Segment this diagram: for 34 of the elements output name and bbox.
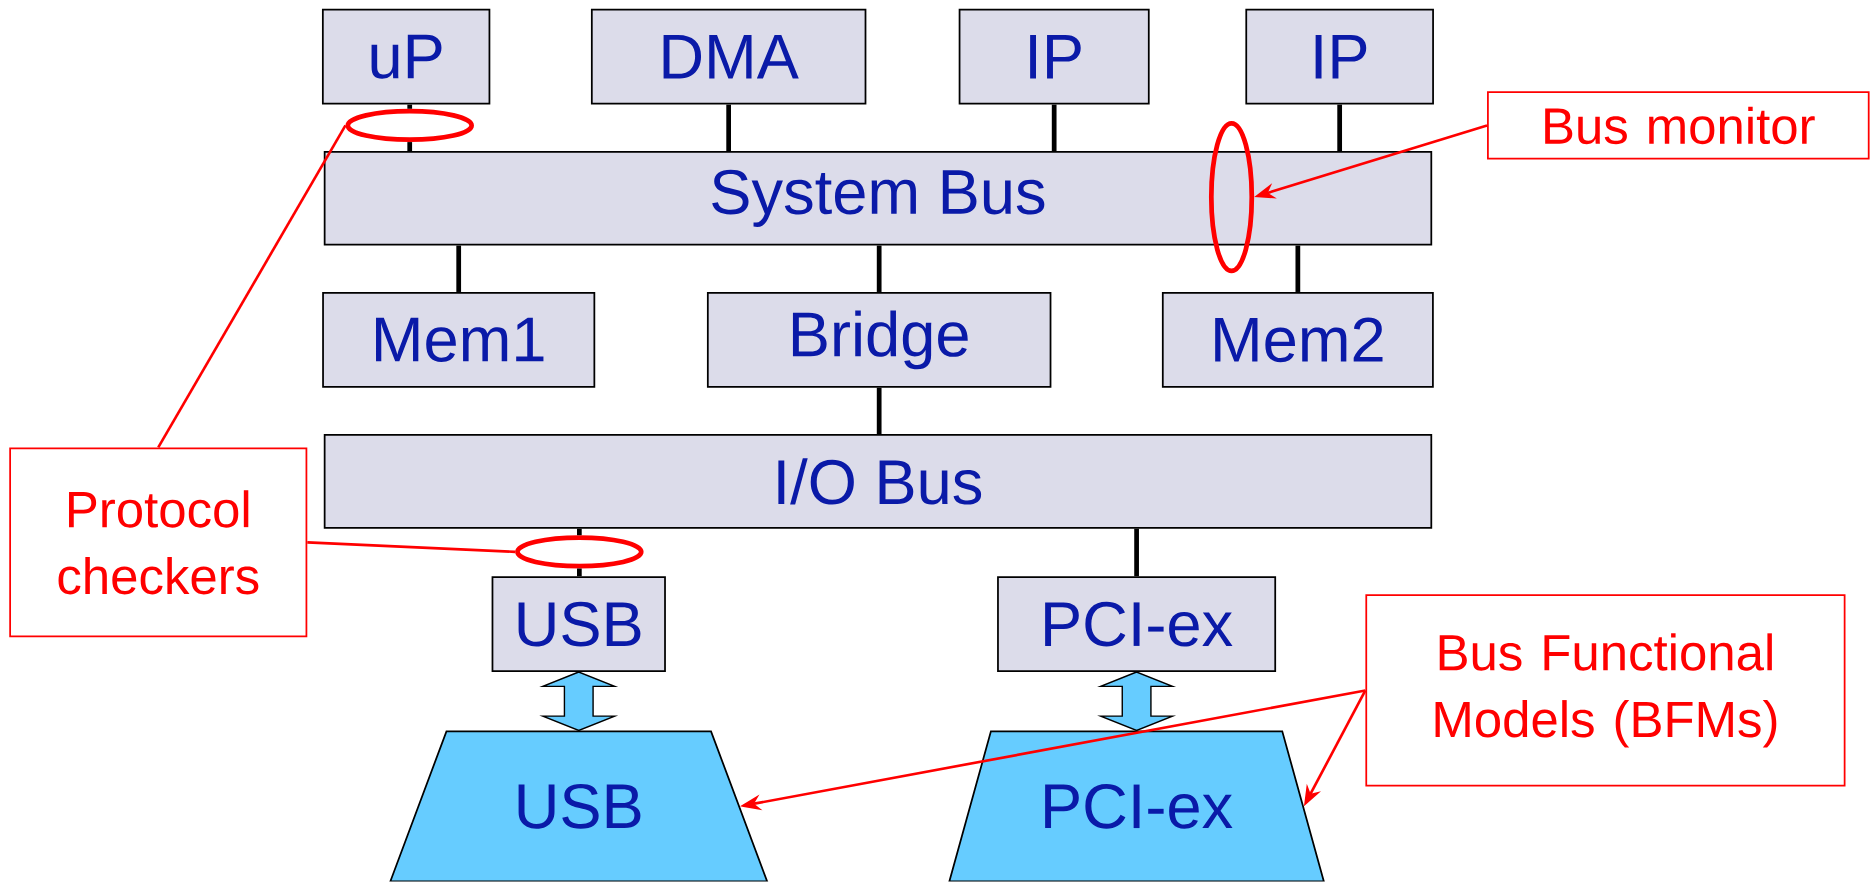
bus-connector	[876, 387, 882, 435]
bus-connector	[1337, 104, 1343, 152]
leader-line	[307, 541, 516, 554]
monitor-ellipse	[345, 109, 474, 143]
bus-connector	[577, 528, 582, 536]
double-arrow	[1097, 671, 1177, 732]
bus-connector	[1295, 245, 1301, 293]
bus-connector	[456, 245, 462, 293]
monitor-ellipse	[515, 535, 644, 569]
bus-connector	[726, 104, 732, 152]
bus-connector	[407, 142, 413, 152]
block-box: USB	[491, 576, 666, 673]
block-box: System Bus	[323, 151, 1433, 246]
leader-line	[157, 124, 347, 449]
block-box: PCI-ex	[997, 576, 1277, 673]
block-box: I/O Bus	[323, 434, 1433, 529]
bus-connector	[876, 245, 882, 293]
monitor-ellipse	[1208, 121, 1255, 274]
callout-box: Bus monitor	[1487, 91, 1870, 160]
bus-connector	[1134, 528, 1139, 577]
bus-connector	[1051, 104, 1057, 152]
block-box: Mem1	[322, 292, 596, 388]
callout-box: Bus Functional Models (BFMs)	[1365, 594, 1846, 787]
callout-box: Protocol checkers	[9, 447, 308, 638]
block-box: uP	[321, 9, 491, 105]
block-box: Mem2	[1161, 292, 1434, 388]
block-box: Bridge	[706, 292, 1052, 388]
bus-connector	[407, 104, 413, 109]
bus-connector	[577, 568, 582, 577]
bus-functional-model-trapezoid: PCI-ex	[948, 730, 1325, 882]
double-arrow	[539, 671, 619, 732]
block-box: IP	[958, 9, 1150, 105]
block-box: DMA	[590, 9, 867, 105]
block-box: IP	[1245, 9, 1434, 105]
